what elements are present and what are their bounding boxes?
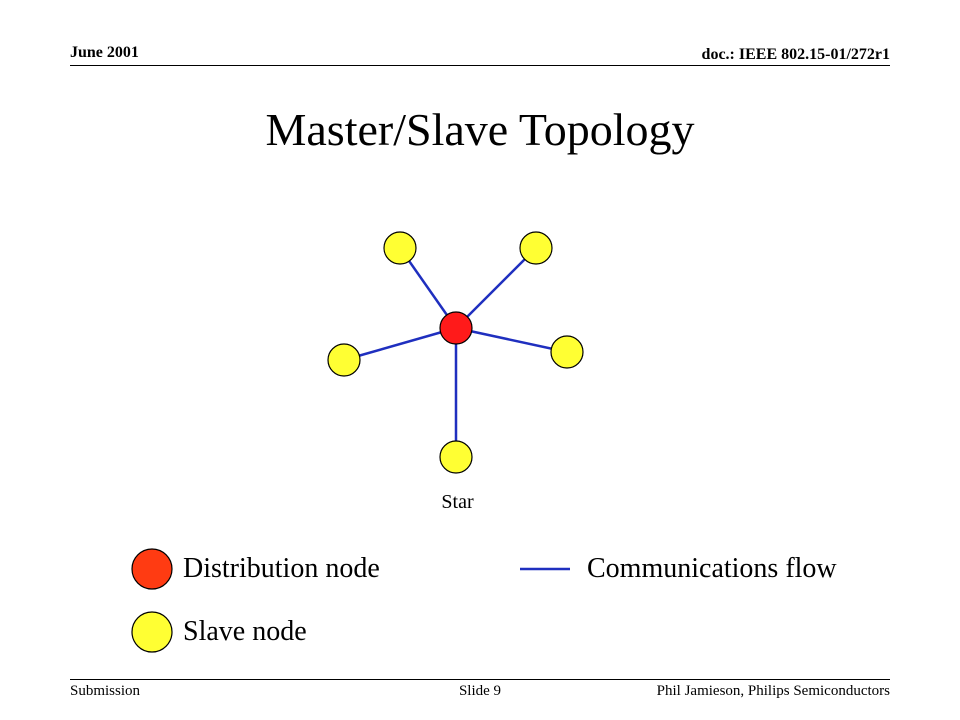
footer-slide-number: Slide 9 xyxy=(458,683,502,699)
footer-author: Phil Jamieson, Philips Semiconductors xyxy=(656,683,890,699)
header-date: June 2001 xyxy=(70,44,139,61)
link-left xyxy=(343,326,457,362)
legend-flow-label: Communications flow xyxy=(587,553,837,584)
slave-node-top-left xyxy=(383,231,417,265)
slave-node-bottom xyxy=(439,440,473,474)
link-top-right xyxy=(455,247,537,329)
header-rule xyxy=(70,65,890,66)
slave-node-top-right xyxy=(519,231,553,265)
slide-title: Master/Slave Topology xyxy=(265,104,695,155)
distribution-node xyxy=(439,311,473,345)
footer-rule xyxy=(70,679,890,680)
footer-left: Submission xyxy=(70,683,141,699)
legend-distribution-label: Distribution node xyxy=(183,553,380,584)
legend-slave-label: Slave node xyxy=(183,616,307,647)
link-right xyxy=(455,326,568,354)
slave-node-right xyxy=(550,335,584,369)
legend-slave-swatch xyxy=(131,611,173,653)
slave-node-left xyxy=(327,343,361,377)
header-doc-id: doc.: IEEE 802.15-01/272r1 xyxy=(701,46,890,63)
legend-distribution-swatch xyxy=(131,548,173,590)
link-lines xyxy=(343,247,568,457)
diagram-label: Star xyxy=(441,491,474,513)
